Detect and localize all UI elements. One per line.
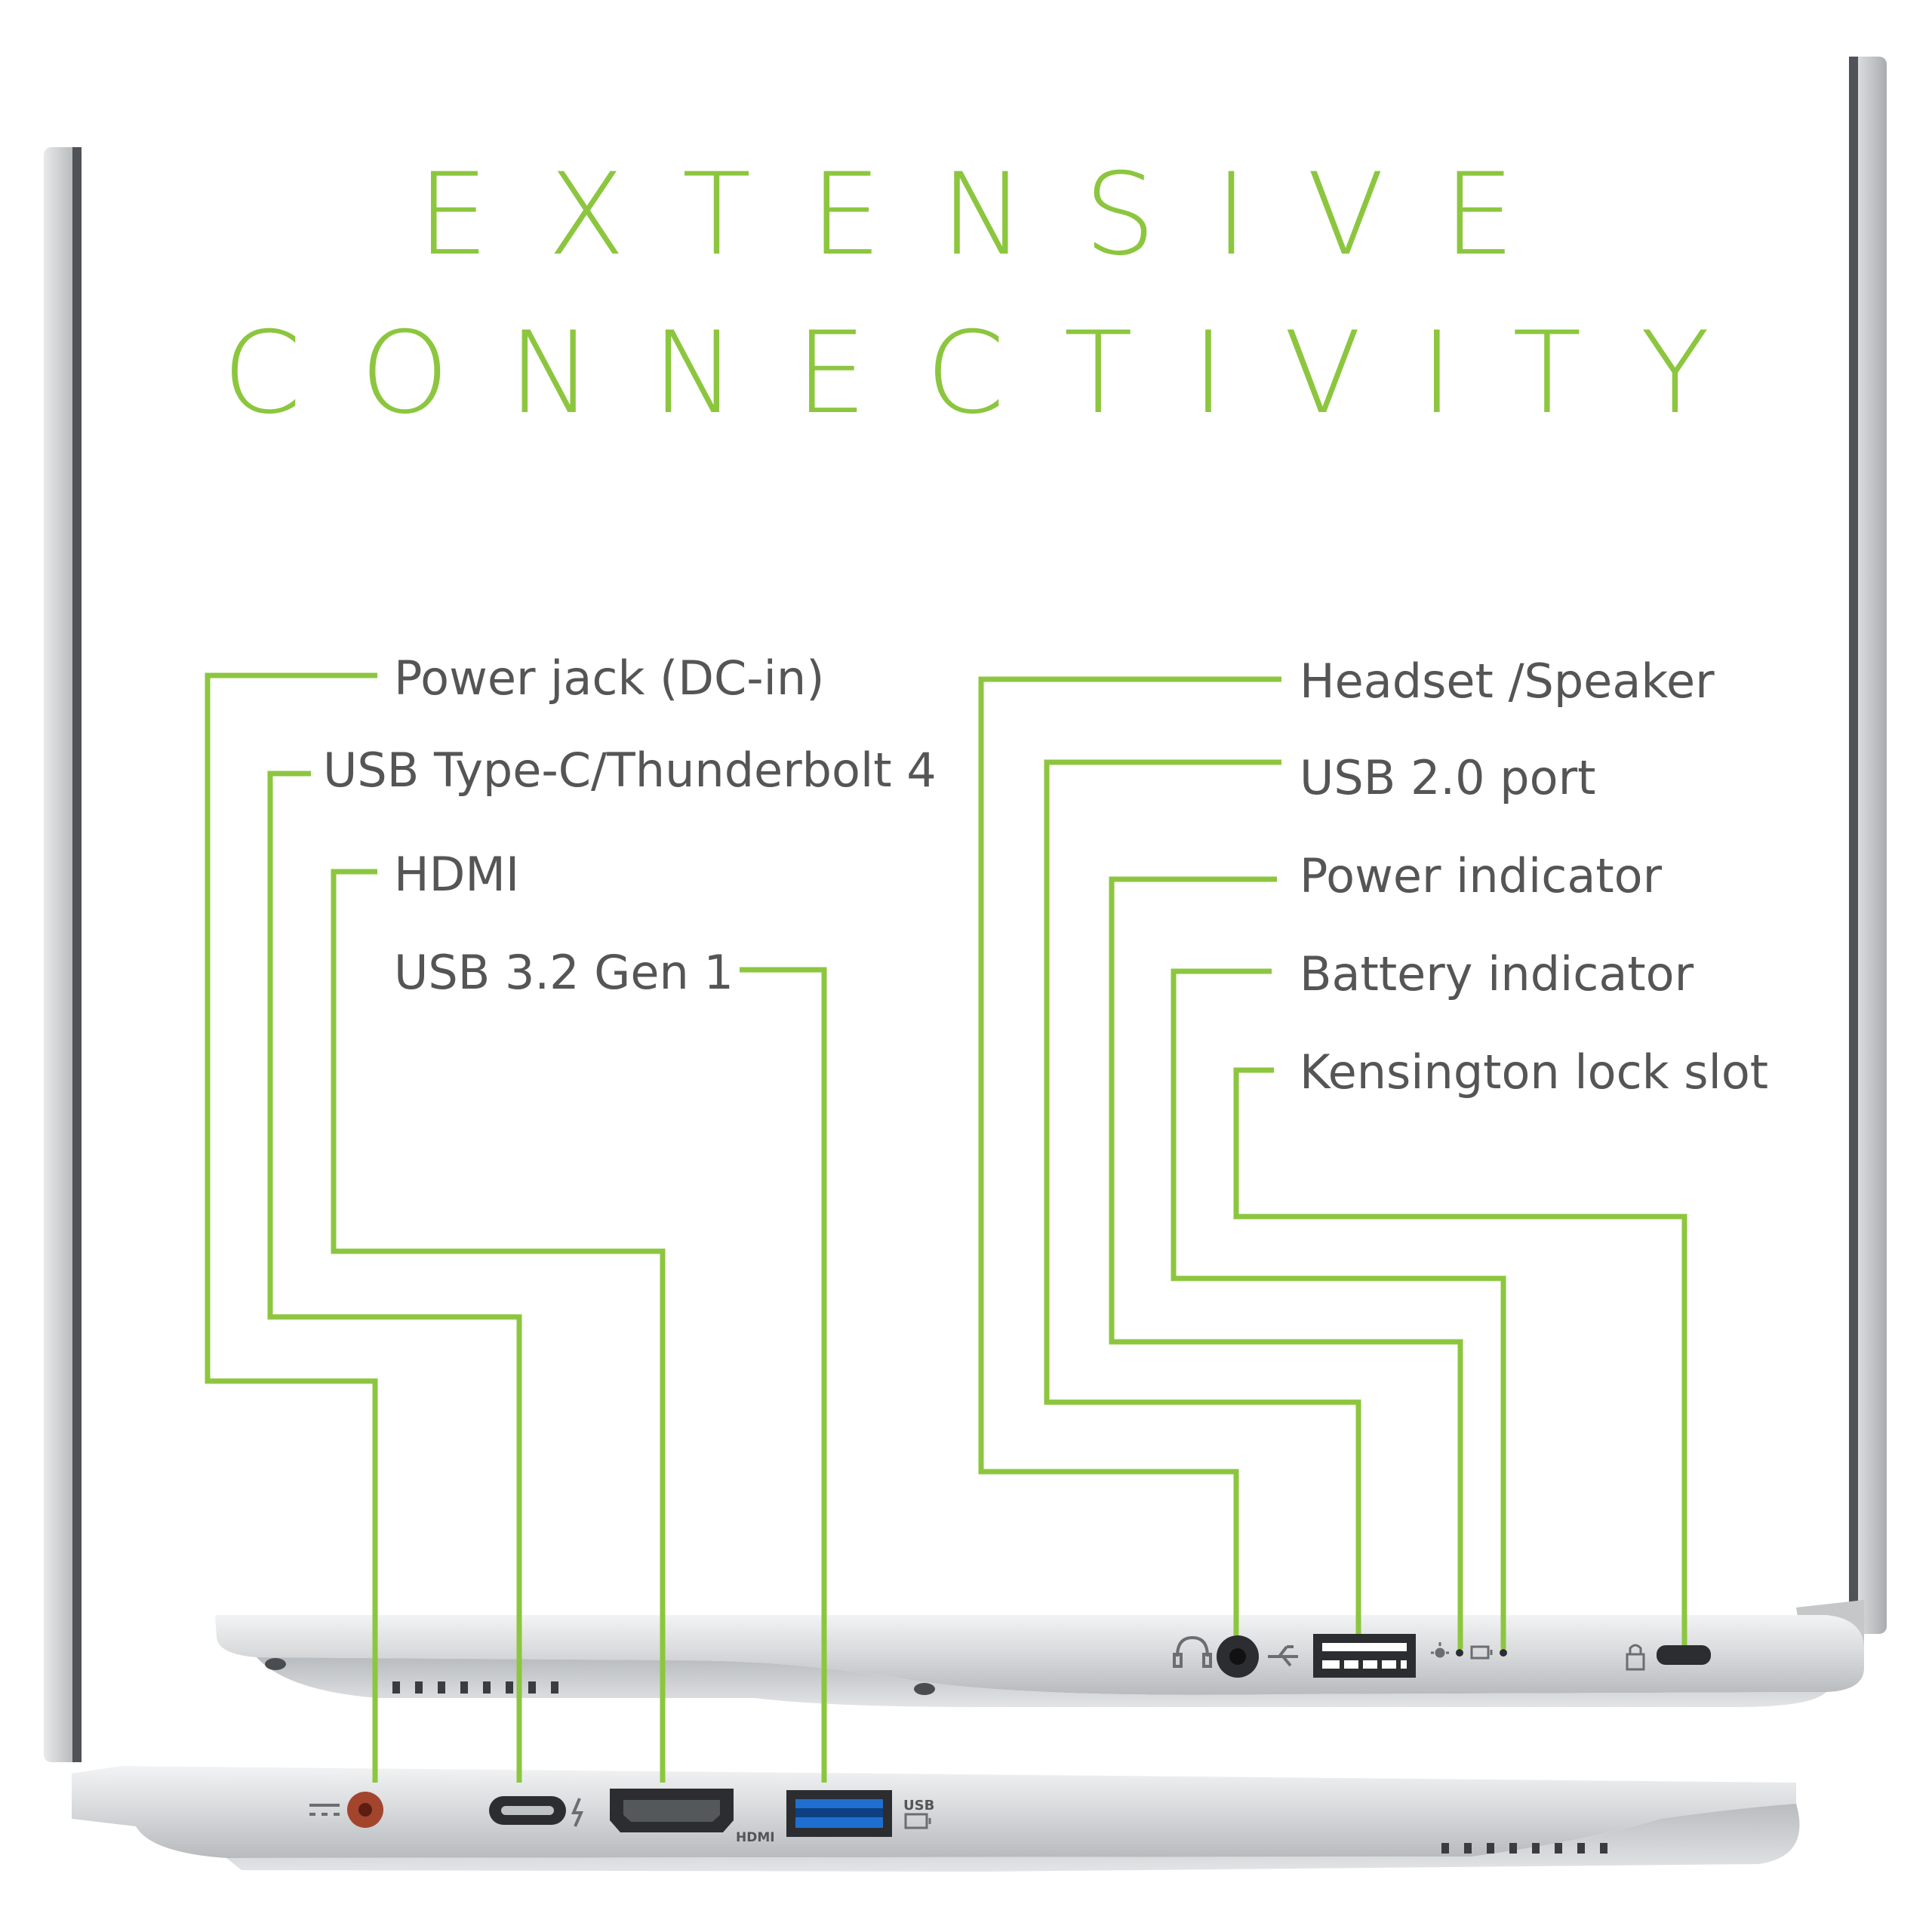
leader-headset: [978, 676, 1281, 1635]
left-screen-lid: [44, 147, 82, 1762]
leader-power-jack: [205, 672, 378, 1783]
leader-kensington: [1233, 1067, 1687, 1645]
leader-usb20: [1044, 759, 1361, 1634]
power-light-icon: [1431, 1642, 1449, 1658]
title-line-1: EXTENSIVE: [417, 149, 1574, 281]
headset-icon: [1173, 1635, 1212, 1668]
power-indicator-led: [1456, 1649, 1463, 1657]
thunderbolt-icon: [571, 1798, 584, 1827]
battery-indicator-led: [1500, 1649, 1507, 1657]
usb-c-port[interactable]: [489, 1796, 566, 1825]
label-hdmi: HDMI: [394, 847, 520, 902]
label-usb32: USB 3.2 Gen 1: [394, 945, 734, 1000]
callout-lines: [205, 672, 1687, 1783]
usb20-port[interactable]: [1313, 1634, 1416, 1678]
label-power-jack: Power jack (DC-in): [394, 651, 825, 706]
label-usb20: USB 2.0 port: [1300, 750, 1596, 805]
label-usb-c: USB Type-C/Thunderbolt 4: [323, 743, 937, 798]
label-kensington: Kensington lock slot: [1300, 1044, 1769, 1100]
label-battery-indicator: Battery indicator: [1300, 946, 1694, 1001]
leader-hdmi: [331, 869, 666, 1783]
kensington-slot[interactable]: [1657, 1645, 1711, 1665]
leader-power-indicator: [1109, 876, 1463, 1649]
label-power-indicator: Power indicator: [1300, 848, 1663, 903]
leader-usb-c: [267, 771, 522, 1783]
dc-in-icon: [309, 1804, 340, 1816]
hdmi-marking: HDMI: [736, 1830, 775, 1845]
battery-light-icon: [1470, 1645, 1493, 1660]
right-side-chassis: [215, 1615, 1864, 1707]
leader-usb32: [740, 967, 827, 1783]
label-headset: Headset /Speaker: [1300, 654, 1715, 709]
leader-battery-indicator: [1171, 968, 1506, 1649]
usb-marking: USB: [903, 1798, 934, 1814]
lock-icon: [1626, 1644, 1645, 1671]
usb-ss-icon: USB: [903, 1798, 934, 1829]
usb-icon: [1268, 1645, 1298, 1667]
title-line-2: CONNECTIVITY: [222, 308, 1769, 439]
left-side-chassis: [72, 1766, 1800, 1872]
usb32-port[interactable]: [786, 1790, 892, 1837]
hdmi-port[interactable]: [610, 1789, 734, 1832]
right-screen-lid: [1796, 57, 1887, 1660]
